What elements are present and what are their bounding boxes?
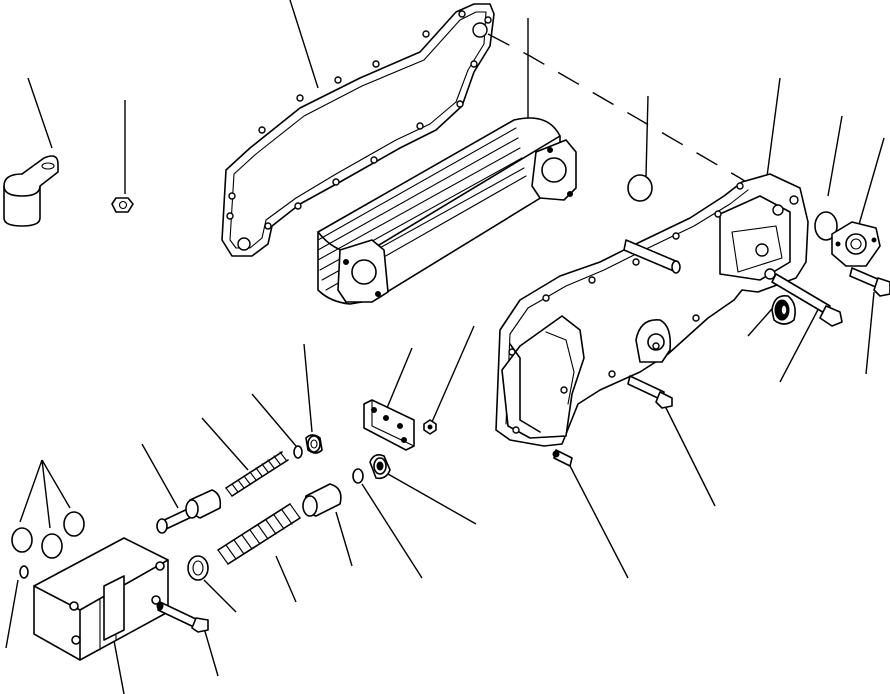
washer-part [187,555,209,581]
filter-head-part [33,537,169,661]
o-ring-part [627,174,653,202]
cooler-cover-part [495,173,809,447]
cooler-element-part [317,117,577,305]
bracket-plate-part [363,399,415,451]
nut-part [111,197,134,213]
spring-large-part [217,503,301,565]
plug-upper-part [305,434,323,454]
alignment-line [487,33,791,211]
gasket-small-part [814,211,838,241]
screw-part [423,419,437,435]
spring-small-part [225,451,289,497]
o-ring-set-part [11,511,85,559]
valve-body-part [302,483,342,517]
clamp-part [3,155,59,227]
bolt-part [771,273,843,327]
o-ring-upper-part [293,445,303,459]
bolt-short-part [849,267,890,297]
bolt-lower-part [627,375,673,409]
plug-part [369,454,391,480]
o-ring-tiny-part [19,565,29,579]
piston-valve-part [156,489,222,534]
seal-ring-part [352,468,364,484]
leader-lines [5,0,885,694]
gasket-part [221,3,495,257]
flange-cover-part [831,221,881,267]
plug-cap-part [771,294,796,325]
filter-bolt-part [156,601,209,633]
screw-lower-part [552,449,573,467]
